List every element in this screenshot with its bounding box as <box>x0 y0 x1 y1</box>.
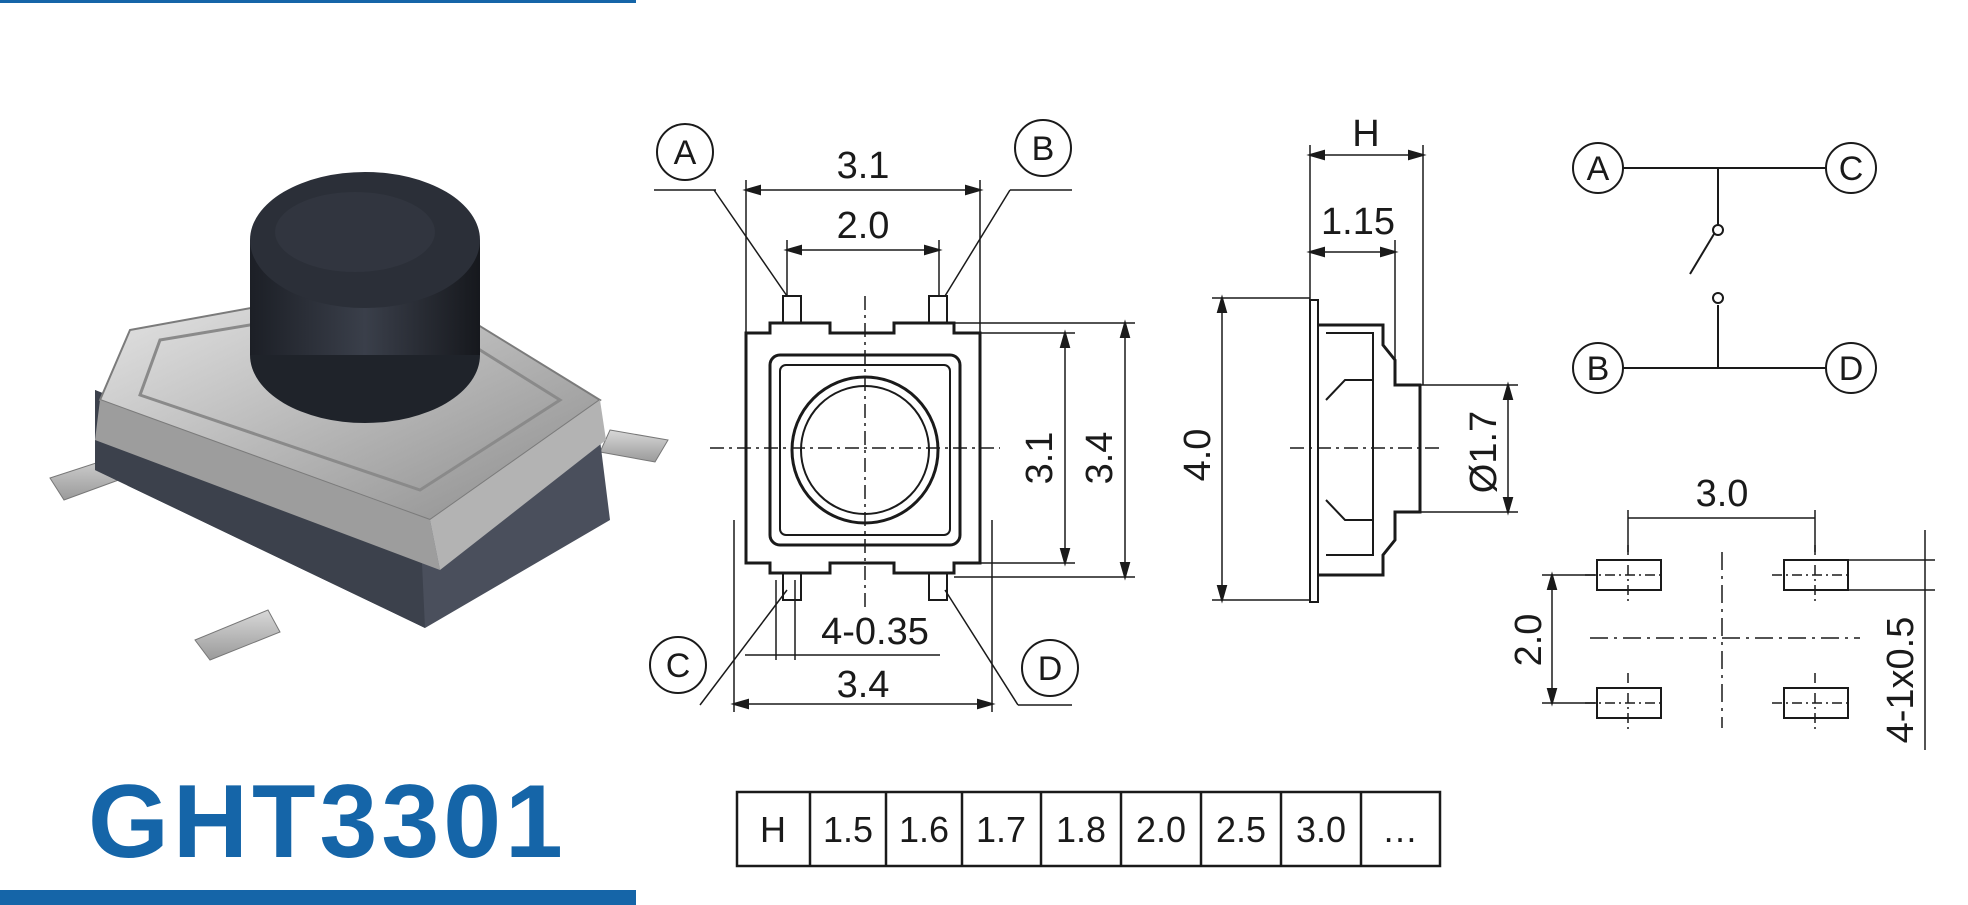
schematic <box>1572 142 1877 394</box>
h-table-cell: 2.5 <box>1216 809 1266 850</box>
schematic-label-c: C <box>1839 150 1864 188</box>
h-table-cell: 1.6 <box>899 809 949 850</box>
h-table-grid <box>735 790 1442 868</box>
schematic-label-d: D <box>1839 350 1864 388</box>
h-table-cell: 1.7 <box>976 809 1026 850</box>
top-accent-line <box>0 0 636 3</box>
schematic-label-a: A <box>1587 150 1610 188</box>
schematic-label-b: B <box>1587 350 1610 388</box>
h-table-cell: 2.0 <box>1136 809 1186 850</box>
h-table-header: H <box>760 809 786 850</box>
dim-height-outer: 3.4 <box>1079 432 1121 485</box>
dim-stem-diameter: Ø1.7 <box>1463 411 1505 493</box>
product-photo <box>49 172 669 661</box>
h-table-cell: 1.8 <box>1056 809 1106 850</box>
dim-height-inner: 3.1 <box>1019 432 1061 485</box>
top-view <box>649 119 1135 712</box>
pin-label-d: D <box>1038 650 1063 688</box>
pin-label-b: B <box>1032 130 1055 168</box>
product-title: GHT3301 <box>88 764 567 880</box>
h-table-cell: 1.5 <box>823 809 873 850</box>
side-view <box>1212 145 1518 604</box>
h-table-cell: … <box>1382 809 1418 850</box>
dim-pin-width: 4-0.35 <box>821 611 929 653</box>
pin-label-a: A <box>674 134 697 172</box>
pad-layout <box>1542 510 1935 750</box>
pin-label-c: C <box>666 647 691 685</box>
dim-cap-offset: 1.15 <box>1321 201 1395 243</box>
dim-height-var: H <box>1352 113 1379 155</box>
dim-pad-spacing-x: 3.0 <box>1696 473 1749 515</box>
bottom-accent-bar <box>0 890 636 905</box>
dim-width-inner: 2.0 <box>837 205 890 247</box>
h-table-cell: 3.0 <box>1296 809 1346 850</box>
dim-width-outer: 3.1 <box>837 145 890 187</box>
dim-body-height: 4.0 <box>1177 429 1219 482</box>
dim-pad-spacing-y: 2.0 <box>1508 614 1550 667</box>
dim-pad-size: 4-1x0.5 <box>1880 617 1922 744</box>
dim-bottom-width: 3.4 <box>837 664 890 706</box>
